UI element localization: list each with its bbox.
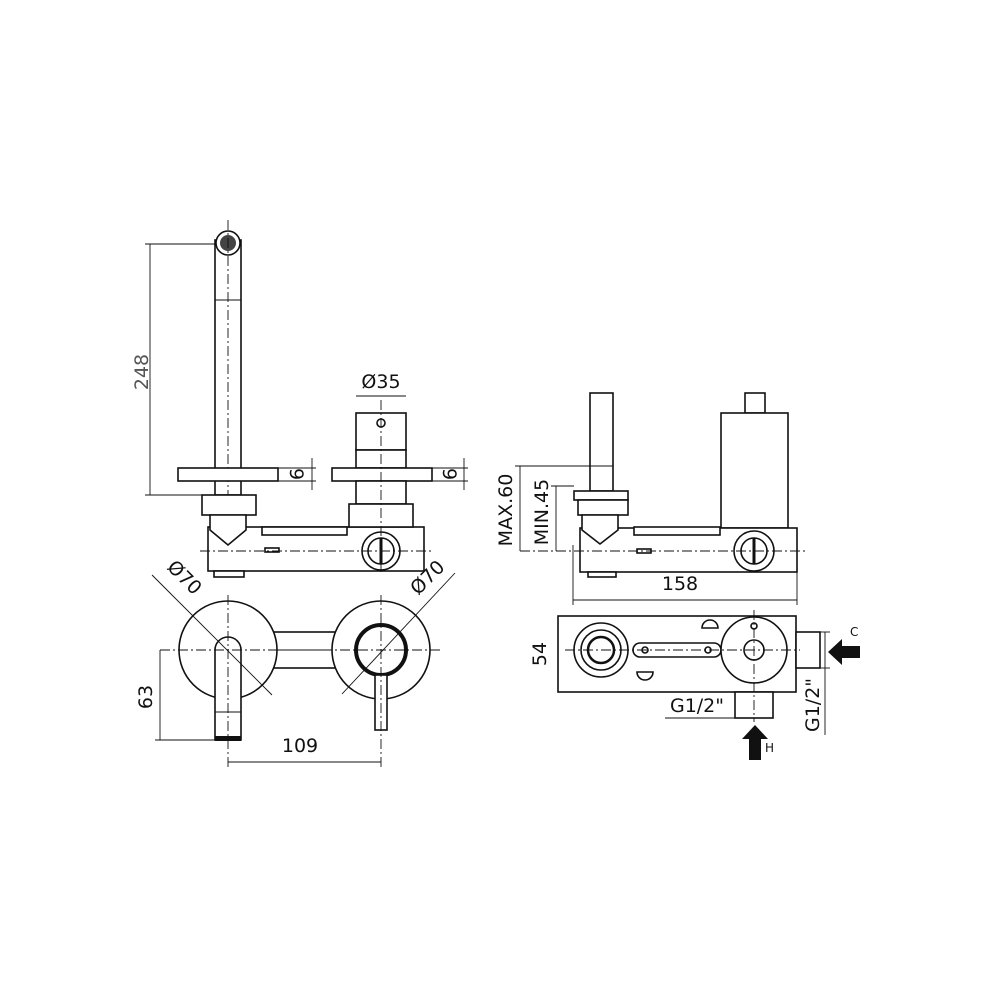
front-view: Ø70 Ø70 63 109	[135, 556, 456, 770]
side-view: 248 9 9 Ø35	[131, 220, 468, 578]
body-top-view: 54 G1/2" G1/2" C H	[529, 610, 860, 760]
dim-handle-flange: 9	[438, 468, 460, 480]
dim-spout-height: 248	[131, 354, 153, 390]
cold-inlet-arrow-icon	[828, 639, 860, 665]
cold-label: C	[850, 625, 858, 639]
spout-mount	[201, 494, 257, 516]
dim-cold-thread: G1/2"	[802, 678, 824, 732]
dim-max-depth: MAX.60	[495, 474, 517, 547]
cartridge-housing	[720, 412, 789, 529]
handle-flange	[331, 467, 433, 482]
dim-spout-flange: 9	[285, 468, 307, 480]
spout-flange	[177, 467, 279, 482]
dim-body-width: 54	[529, 642, 551, 666]
dim-min-depth: MIN.45	[531, 479, 553, 545]
body-side-view: MAX.60 MIN.45 158	[495, 392, 805, 605]
spout-pipe-stub	[589, 392, 614, 492]
dim-spout-plate-diameter: Ø70	[163, 556, 206, 599]
dim-handle-diameter: Ø35	[361, 371, 400, 393]
dim-center-distance: 109	[282, 735, 318, 757]
dim-hot-thread: G1/2"	[670, 695, 724, 717]
dim-spout-drop: 63	[135, 685, 157, 709]
spout-connector	[209, 514, 247, 547]
dim-body-length: 158	[662, 573, 698, 595]
hot-inlet-arrow-icon	[742, 725, 768, 760]
hot-label: H	[765, 741, 774, 755]
